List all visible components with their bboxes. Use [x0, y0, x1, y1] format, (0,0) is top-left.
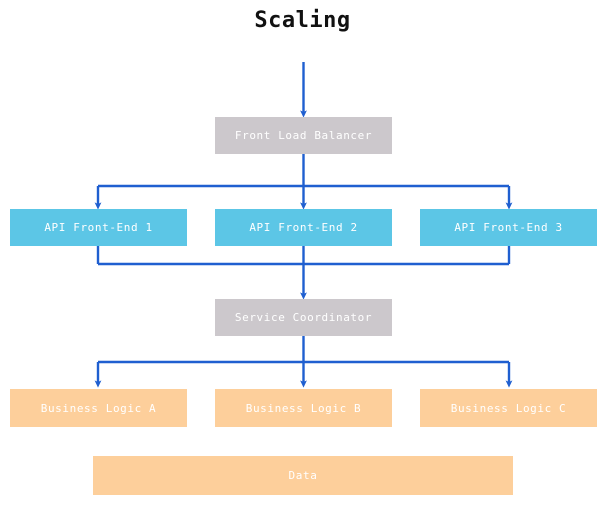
node-data[interactable]: Data	[93, 456, 513, 495]
node-business-logic-c[interactable]: Business Logic C	[420, 389, 597, 427]
page-title: Scaling	[254, 8, 351, 33]
node-data-label: Data	[288, 469, 318, 482]
node-business-logic-b-label: Business Logic B	[245, 401, 362, 415]
node-api-front-end-3[interactable]: API Front-End 3	[420, 209, 597, 246]
node-front-load-balancer[interactable]: Front Load Balancer	[215, 117, 392, 154]
node-service-coordinator[interactable]: Service Coordinator	[215, 299, 392, 336]
node-api-front-end-2[interactable]: API Front-End 2	[215, 209, 392, 246]
node-business-logic-b[interactable]: Business Logic B	[215, 389, 392, 427]
node-api-front-end-1[interactable]: API Front-End 1	[10, 209, 187, 246]
node-front-load-balancer-label: Front Load Balancer	[234, 129, 373, 142]
node-api-front-end-2-label: API Front-End 2	[249, 221, 358, 234]
node-api-front-end-1-label: API Front-End 1	[44, 221, 153, 234]
node-service-coordinator-label: Service Coordinator	[234, 311, 373, 324]
node-api-front-end-3-label: API Front-End 3	[454, 221, 563, 234]
node-business-logic-a-label: Business Logic A	[40, 401, 157, 415]
node-business-logic-c-label: Business Logic C	[450, 401, 567, 415]
node-business-logic-a[interactable]: Business Logic A	[10, 389, 187, 427]
